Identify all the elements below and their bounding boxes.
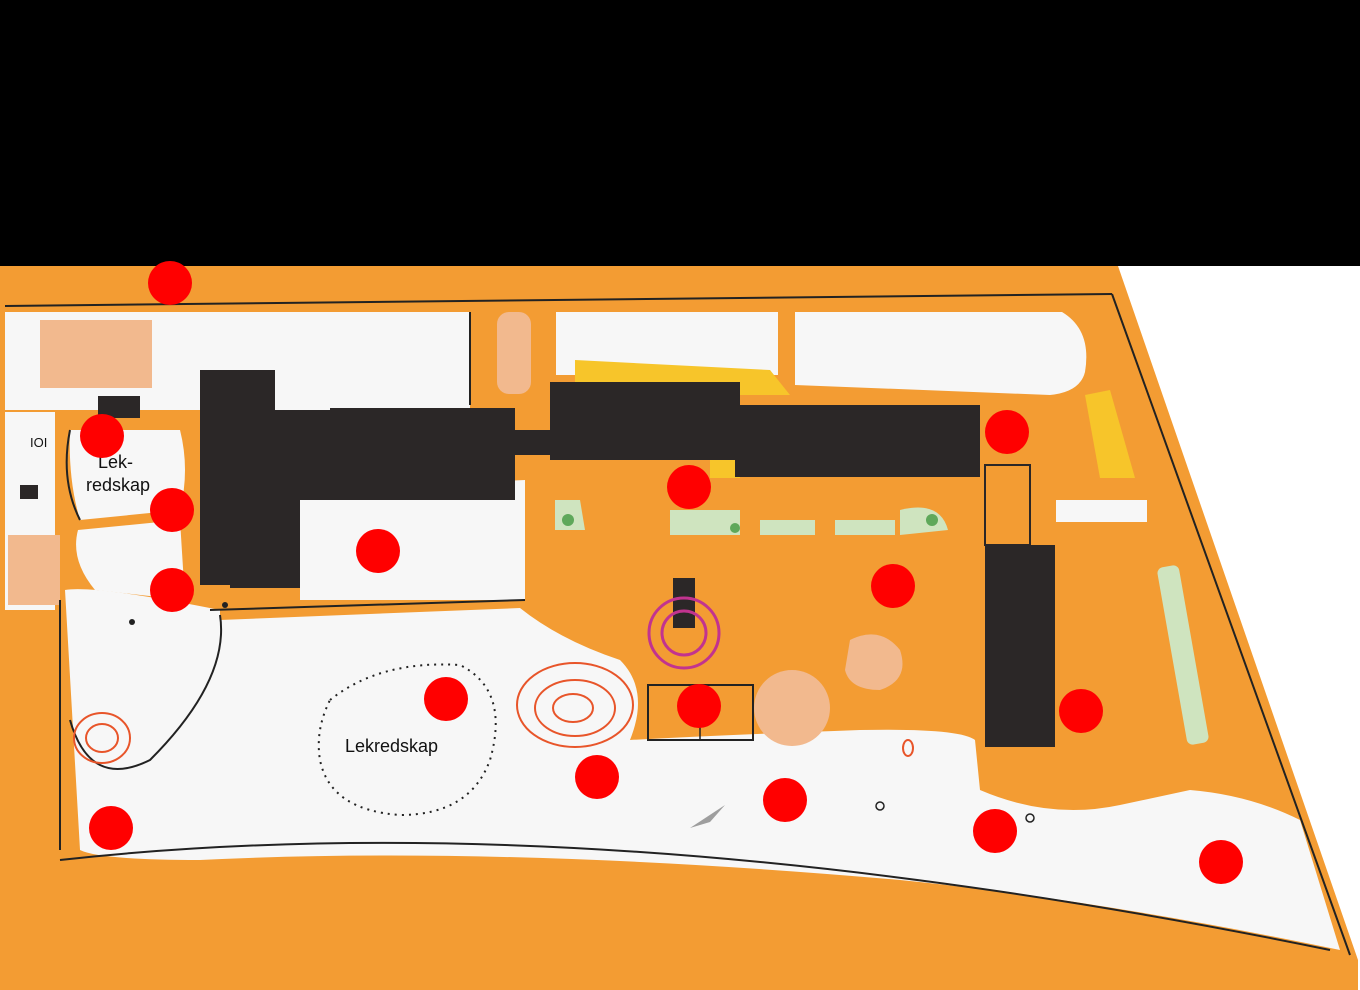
sand-area-nw — [40, 320, 152, 388]
open-land-north-2 — [795, 312, 1087, 395]
control-point[interactable] — [424, 677, 468, 721]
small-tree-1 — [129, 619, 135, 625]
green-bed-4 — [835, 520, 895, 535]
small-black-box — [20, 485, 38, 499]
green-bed-3 — [760, 520, 815, 535]
open-land-east-bar — [1056, 500, 1147, 522]
label-small-symbol: IOI — [30, 435, 47, 450]
control-points — [80, 261, 1243, 884]
control-point[interactable] — [1199, 840, 1243, 884]
dotted-area-lekredskap — [317, 663, 497, 817]
label-play-area-bottom: Lekredskap — [345, 736, 438, 756]
green-bed-2 — [670, 510, 740, 535]
green-bush-2 — [730, 523, 740, 533]
green-bush-1 — [562, 514, 574, 526]
small-ring-1 — [875, 801, 885, 811]
hill-contours — [73, 662, 914, 764]
sand-blob — [845, 634, 903, 690]
boat-symbol — [690, 805, 725, 828]
small-ring-2 — [1025, 813, 1035, 823]
control-point[interactable] — [80, 414, 124, 458]
control-point[interactable] — [575, 755, 619, 799]
yellow-strip-east — [1085, 390, 1135, 478]
control-point[interactable] — [150, 488, 194, 532]
stair-structure — [984, 464, 1031, 546]
main-building — [98, 370, 1055, 747]
control-point[interactable] — [1059, 689, 1103, 733]
green-bush-3 — [926, 514, 938, 526]
path-network — [4, 293, 1351, 956]
open-land-north-1 — [556, 312, 778, 375]
control-point[interactable] — [356, 529, 400, 573]
control-point[interactable] — [150, 568, 194, 612]
finish-structure — [673, 578, 695, 628]
control-point[interactable] — [871, 564, 915, 608]
open-land-central — [300, 480, 525, 600]
green-bed-5 — [900, 507, 948, 535]
control-point[interactable] — [985, 410, 1029, 454]
control-point[interactable] — [763, 778, 807, 822]
small-tree-2 — [222, 602, 228, 608]
sand-round — [754, 670, 830, 746]
green-strip-east — [1157, 565, 1209, 745]
open-land-south — [65, 589, 1340, 950]
start-circle — [647, 596, 721, 670]
top-black-band — [0, 0, 1360, 266]
sand-area-west — [8, 535, 60, 605]
control-point[interactable] — [973, 809, 1017, 853]
label-play-area-top-line2: redskap — [86, 475, 150, 495]
yellow-small — [710, 455, 740, 478]
control-point[interactable] — [677, 684, 721, 728]
control-point[interactable] — [89, 806, 133, 850]
control-point[interactable] — [667, 465, 711, 509]
sand-strip-north — [497, 312, 531, 394]
control-point[interactable] — [148, 261, 192, 305]
